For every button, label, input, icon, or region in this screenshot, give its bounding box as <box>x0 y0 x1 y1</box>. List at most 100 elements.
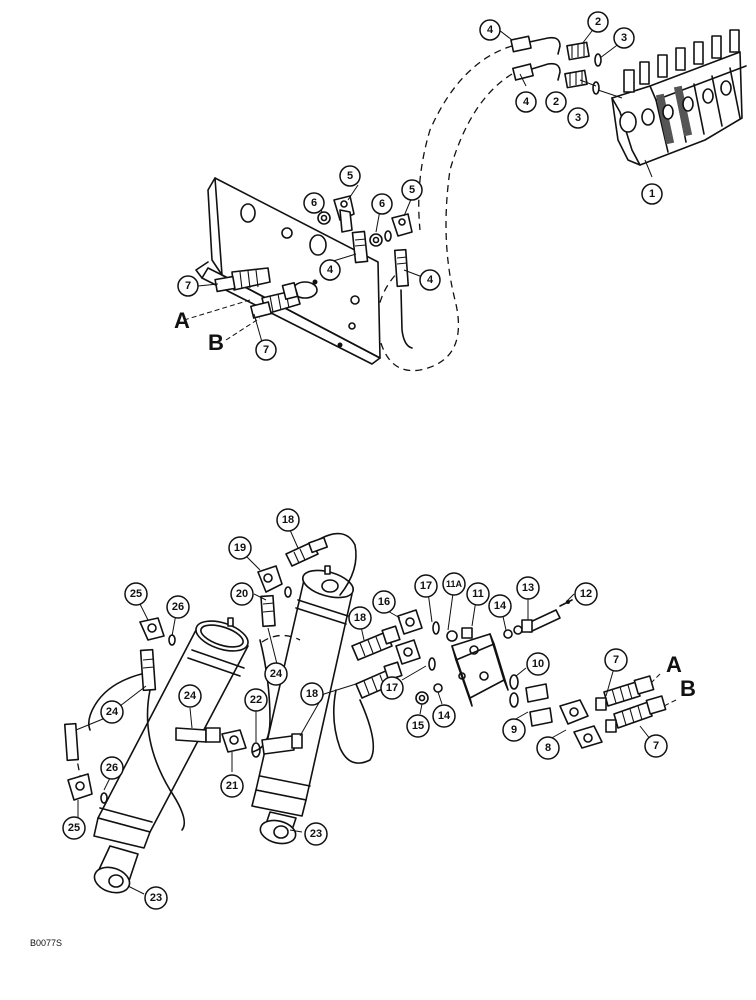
svg-text:2: 2 <box>553 96 559 108</box>
callout-7: 7 <box>644 734 668 758</box>
hose-18-bottom <box>261 733 303 755</box>
callout-17: 17 <box>414 574 438 598</box>
svg-text:2: 2 <box>595 16 601 28</box>
callout-18: 18 <box>348 606 372 630</box>
callout-26: 26 <box>166 595 190 619</box>
callout-3: 3 <box>567 107 589 129</box>
svg-text:7: 7 <box>185 280 191 292</box>
svg-text:6: 6 <box>311 197 317 209</box>
callout-5: 5 <box>401 179 423 201</box>
callout-8: 8 <box>536 736 560 760</box>
nut-6-right <box>369 230 392 247</box>
fitting-7-right-upper <box>595 675 655 711</box>
callout-9: 9 <box>502 718 526 742</box>
svg-text:7: 7 <box>613 654 619 666</box>
figure-code: B0077S <box>30 938 62 948</box>
callout-5: 5 <box>339 165 361 187</box>
svg-text:4: 4 <box>487 24 494 36</box>
hose-4-top <box>376 35 561 372</box>
callout-11: 11 <box>466 582 490 606</box>
svg-text:25: 25 <box>68 822 80 834</box>
svg-text:15: 15 <box>412 720 424 732</box>
callout-22: 22 <box>244 688 268 712</box>
hose-end-4-left <box>351 230 369 264</box>
callout-13: 13 <box>516 576 540 600</box>
callout-21: 21 <box>220 774 244 798</box>
elbow-25-upper <box>139 617 176 646</box>
svg-text:11A: 11A <box>446 579 463 589</box>
svg-text:17: 17 <box>420 580 432 592</box>
hose-end-24-left <box>63 648 157 762</box>
callout-4: 4 <box>419 269 441 291</box>
svg-text:8: 8 <box>545 742 551 754</box>
control-valve-bank <box>611 29 747 166</box>
connection-label-a: A <box>666 652 682 677</box>
callout-15: 15 <box>406 714 430 738</box>
svg-text:12: 12 <box>580 588 592 600</box>
callout-16: 16 <box>372 590 396 614</box>
svg-text:18: 18 <box>354 612 366 624</box>
svg-text:9: 9 <box>511 724 517 736</box>
svg-text:26: 26 <box>106 762 118 774</box>
oring-22 <box>251 742 261 758</box>
svg-text:11: 11 <box>472 588 484 600</box>
callout-4: 4 <box>479 19 501 41</box>
svg-text:7: 7 <box>653 740 659 752</box>
nut-6-left <box>317 211 331 225</box>
svg-text:19: 19 <box>234 542 246 554</box>
svg-text:18: 18 <box>282 514 294 526</box>
svg-text:7: 7 <box>263 344 269 356</box>
callout-23: 23 <box>144 886 168 910</box>
svg-text:4: 4 <box>523 96 530 108</box>
tee-8 <box>559 699 603 749</box>
svg-text:22: 22 <box>250 694 262 706</box>
fitting-2-lower <box>564 69 600 95</box>
svg-text:5: 5 <box>409 184 415 196</box>
svg-text:3: 3 <box>621 32 627 44</box>
valve-block-11 <box>446 627 509 707</box>
bolt-12 <box>559 599 573 607</box>
nut-15 <box>415 691 429 705</box>
callout-24: 24 <box>264 662 288 686</box>
callout-25: 25 <box>62 816 86 840</box>
elbow-5-right <box>391 213 413 237</box>
callout-18: 18 <box>300 682 324 706</box>
svg-text:10: 10 <box>532 658 544 670</box>
callout-19: 19 <box>228 536 252 560</box>
elbow-5-left <box>333 195 355 233</box>
callout-4: 4 <box>515 91 537 113</box>
callout-6: 6 <box>303 192 325 214</box>
washers-14 <box>433 625 523 693</box>
callout-labels: 4 2 3 4 2 3 1 5 6 6 5 4 4 7 7 18 19 20 2… <box>62 11 668 910</box>
callout-10: 10 <box>526 652 550 676</box>
svg-text:23: 23 <box>150 892 162 904</box>
svg-text:23: 23 <box>310 828 322 840</box>
callout-12: 12 <box>574 582 598 606</box>
callout-23: 23 <box>304 822 328 846</box>
oring-10 <box>509 674 519 708</box>
fitting-2-upper <box>566 41 602 67</box>
fitting-21 <box>221 729 247 753</box>
elbow-19 <box>257 565 292 598</box>
connector-9 <box>525 683 553 727</box>
connection-label-a: A <box>174 308 190 333</box>
callout-2: 2 <box>587 11 609 33</box>
callout-18: 18 <box>276 508 300 532</box>
callout-14: 14 <box>488 594 512 618</box>
connection-label-b: B <box>208 330 224 355</box>
connection-label-b: B <box>680 676 696 701</box>
svg-text:14: 14 <box>494 600 507 612</box>
svg-text:6: 6 <box>379 198 385 210</box>
callout-20: 20 <box>230 582 254 606</box>
svg-text:24: 24 <box>106 706 119 718</box>
svg-text:24: 24 <box>184 690 197 702</box>
hose-end-4-right <box>393 248 413 349</box>
callout-25: 25 <box>124 582 148 606</box>
hose-18-middle <box>351 625 403 699</box>
svg-text:4: 4 <box>427 274 434 286</box>
svg-text:13: 13 <box>522 582 534 594</box>
svg-text:16: 16 <box>378 596 390 608</box>
svg-text:18: 18 <box>306 688 318 700</box>
fitting-7-lower <box>250 281 301 319</box>
